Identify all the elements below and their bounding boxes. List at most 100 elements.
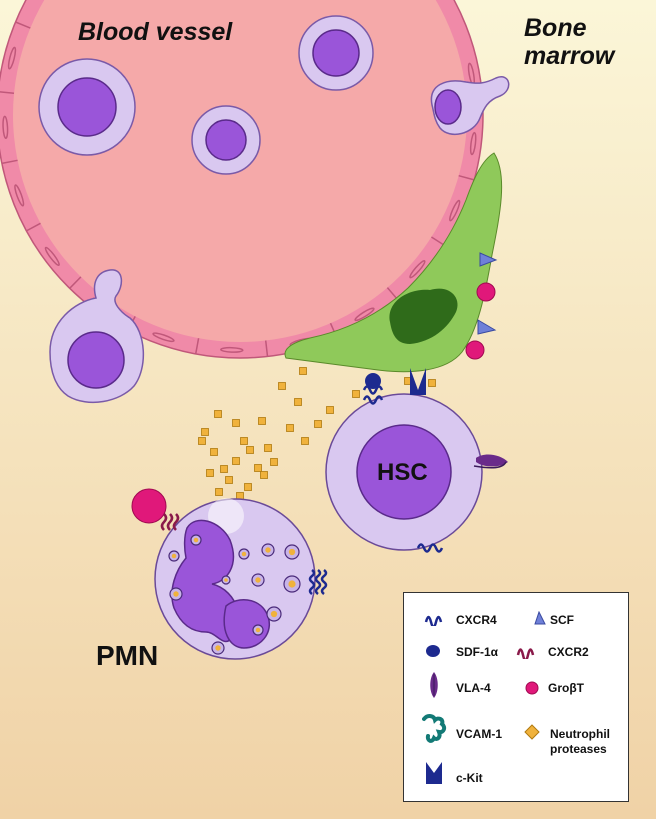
endothelial-junction <box>26 222 41 232</box>
protease-particle <box>225 476 233 484</box>
endothelial-junction <box>264 340 269 357</box>
legend-label-cxcr2: CXCR2 <box>548 645 589 659</box>
cxcr4-receptor <box>314 569 322 595</box>
scf-marker <box>479 252 498 267</box>
neutrophil-protease-icon <box>524 724 540 740</box>
vcam1-icon <box>422 714 447 743</box>
protease-particle <box>201 428 209 436</box>
legend-label-sdf1a: SDF-1α <box>456 645 499 659</box>
hsc-cell <box>325 368 508 553</box>
legend-label-proteases-line1: Neutrophil <box>550 727 610 741</box>
legend-label-cxcr4: CXCR4 <box>456 613 497 627</box>
protease-particle <box>264 444 272 452</box>
transmigrating-cell-right <box>430 76 510 136</box>
protease-particle <box>198 437 206 445</box>
endothelial-junction <box>0 91 15 94</box>
protease-particle <box>206 469 214 477</box>
protease-particle <box>232 419 240 427</box>
protease-particle <box>299 367 307 375</box>
protease-particle <box>260 471 268 479</box>
cxcr4-receptor <box>362 395 384 405</box>
legend-label-vla4: VLA-4 <box>456 681 491 695</box>
protease-particle <box>214 410 222 418</box>
sdf1a-marker <box>365 373 381 389</box>
scf-icon <box>534 611 546 625</box>
blood-cell-left <box>38 58 136 156</box>
protease-particle <box>270 458 278 466</box>
endothelial-junction <box>194 338 200 355</box>
cxcr4-receptor <box>320 569 328 595</box>
hsc-label: HSC <box>377 459 428 486</box>
endothelial-slit <box>7 46 17 70</box>
endothelial-junction <box>430 236 446 247</box>
protease-particle <box>294 398 302 406</box>
protease-particle <box>254 464 262 472</box>
protease-particle <box>246 446 254 454</box>
granule-core <box>241 551 247 557</box>
protease-particle <box>352 390 360 398</box>
granule-core <box>193 537 199 543</box>
granule-core <box>288 548 296 556</box>
protease-particle <box>314 420 322 428</box>
pmn-nucleus-lobe <box>223 599 271 649</box>
granule-core <box>171 553 177 559</box>
endothelial-junction <box>15 21 31 29</box>
cxcr4-icon <box>424 615 443 626</box>
granule-core <box>173 591 179 597</box>
vla4-receptor <box>476 454 508 467</box>
legend: CXCR4 SCF SDF-1α CXCR2 VLA-4 GroβT VCAM-… <box>403 592 629 802</box>
endothelial-slit <box>449 199 461 222</box>
granule-core <box>215 645 221 651</box>
legend-label-grobt: GroβT <box>548 681 584 695</box>
grobt-marker <box>476 282 496 302</box>
bone-marrow-label: Bone marrow <box>524 14 614 70</box>
grobt-icon <box>525 681 539 695</box>
legend-label-vcam1: VCAM-1 <box>456 727 503 741</box>
protease-particle <box>428 379 436 387</box>
granule-core <box>288 580 296 588</box>
transmigrating-cell-left <box>49 269 145 404</box>
pmn-granules <box>168 534 301 655</box>
stromal-cell <box>284 152 503 373</box>
grobt-marker <box>465 340 485 360</box>
endothelial-slit <box>354 307 375 322</box>
cxcr4-receptor <box>308 569 316 595</box>
protease-particle <box>210 448 218 456</box>
blood-cell-top <box>298 15 374 91</box>
bone-marrow-label-line2: marrow <box>524 42 615 70</box>
cxcr4-receptor <box>416 543 444 553</box>
protease-particle <box>232 457 240 465</box>
endothelial-junction <box>1 159 18 165</box>
cxcr4-receptor <box>362 385 384 395</box>
granule-core <box>255 627 261 633</box>
vla4-icon <box>430 672 438 698</box>
protease-particle <box>258 417 266 425</box>
protease-particle <box>286 424 294 432</box>
granule-core <box>265 547 271 553</box>
legend-label-scf: SCF <box>550 613 574 627</box>
cxcr2-receptor <box>172 513 180 531</box>
ckit-receptor <box>410 368 426 395</box>
legend-label-ckit: c-Kit <box>456 771 483 785</box>
pmn-cell <box>131 488 328 660</box>
bone-marrow-label-line1: Bone <box>524 14 587 42</box>
cxcr2-receptor <box>160 513 168 531</box>
cxcr2-receptor <box>166 513 174 531</box>
ckit-icon <box>426 762 442 784</box>
endothelial-slit <box>220 346 244 353</box>
cxcr2-icon <box>516 648 535 659</box>
blood-vessel-label: Blood vessel <box>78 18 233 46</box>
protease-particle <box>240 437 248 445</box>
pmn-lobed-nucleus <box>171 519 240 643</box>
protease-particle <box>326 406 334 414</box>
endothelial-junction <box>69 276 82 289</box>
endothelial-slit <box>14 184 25 207</box>
protease-particle <box>244 483 252 491</box>
protease-particle <box>301 437 309 445</box>
stromal-nucleus <box>389 288 458 344</box>
endothelial-slit <box>2 115 9 140</box>
protease-particle <box>220 465 228 473</box>
pmn-label: PMN <box>96 640 159 671</box>
